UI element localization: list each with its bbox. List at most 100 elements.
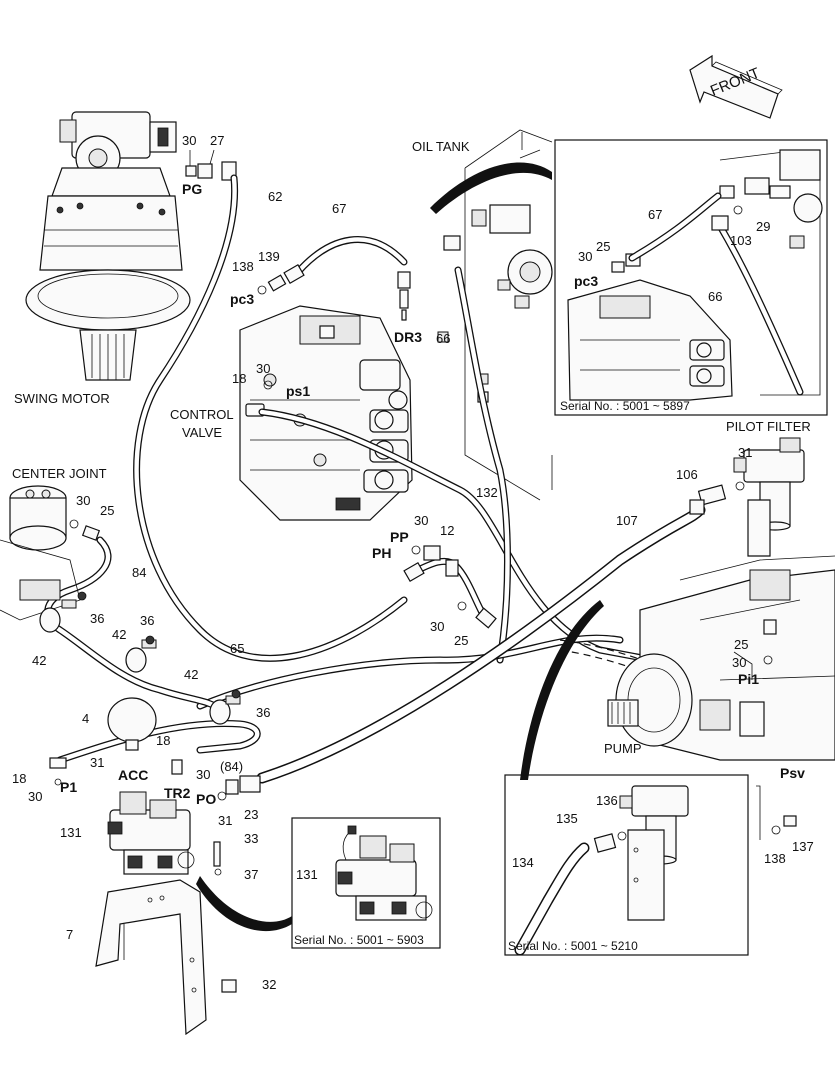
part-30-acc: 30	[196, 767, 211, 782]
port-pp: PP	[390, 529, 409, 545]
part-25-pump: 25	[734, 637, 749, 652]
clamp-42-a	[39, 591, 87, 633]
port-ph: PH	[372, 545, 392, 561]
inset-bottom-right-serial: Serial No. : 5001 ~ 5210	[508, 939, 638, 953]
pg-fitting	[185, 149, 237, 181]
center-joint-label: CENTER JOINT	[12, 466, 107, 481]
part-4: 4	[82, 711, 90, 726]
pilot-filter-drawing	[733, 437, 805, 557]
part-30-pp: 30	[414, 513, 429, 528]
oil-tank-drawing	[437, 129, 553, 501]
inset-bottom-center-frame	[291, 817, 441, 949]
part-65: 65	[230, 641, 245, 656]
part-103: 103	[730, 233, 752, 248]
part-84-paren: (84)	[220, 759, 244, 774]
part-30-pg: 30	[182, 133, 197, 148]
part-36-b: 36	[140, 613, 155, 628]
fitting-pp-elbow	[445, 559, 459, 577]
center-joint-drawing	[0, 485, 101, 621]
control-valve-label-line1: CONTROL	[170, 407, 234, 422]
port-p1: P1	[60, 779, 78, 795]
part-29: 29	[756, 219, 771, 234]
port-pi1: Pi1	[738, 671, 760, 687]
part-131: 131	[60, 825, 82, 840]
part-37: 37	[244, 867, 259, 882]
port-acc: ACC	[118, 767, 149, 783]
acc-fittings	[49, 757, 183, 786]
inset-bottom-center-serial: Serial No. : 5001 ~ 5903	[294, 933, 424, 947]
part-42-b: 42	[32, 653, 47, 668]
fitting-103	[711, 215, 729, 231]
pc3-fitting	[257, 263, 305, 295]
pilot-block-callout-curve	[196, 876, 292, 932]
part-33: 33	[244, 831, 259, 846]
part-30-pump: 30	[732, 655, 747, 670]
port-po: PO	[196, 791, 217, 807]
port-pc3-main: pc3	[230, 291, 255, 307]
pump-drawing	[607, 555, 835, 761]
inset-top-right-frame	[554, 139, 828, 416]
part-67-main: 67	[332, 201, 347, 216]
part-30-cj: 30	[76, 493, 91, 508]
part-7: 7	[66, 927, 74, 942]
psv-fitting	[756, 785, 797, 840]
part-131-inset: 131	[296, 867, 318, 882]
part-31-pf: 31	[738, 445, 753, 460]
pump-callout-curve	[520, 600, 604, 780]
part-25-inset: 25	[596, 239, 611, 254]
part-30-ps1: 30	[256, 361, 271, 376]
part-31-acc: 31	[90, 755, 105, 770]
inset-pilot-block-131	[335, 825, 433, 921]
part-18-acc: 18	[156, 733, 171, 748]
part-30-inset: 30	[578, 249, 593, 264]
po-fitting	[217, 775, 261, 801]
oil-tank-label: OIL TANK	[412, 139, 470, 154]
swing-motor-drawing	[25, 111, 191, 381]
part-132: 132	[476, 485, 498, 500]
part-36-c: 36	[256, 705, 271, 720]
port-ps1: ps1	[286, 383, 311, 399]
pi1-elbow	[763, 619, 777, 635]
part-42-a: 42	[112, 627, 127, 642]
part-136: 136	[596, 793, 618, 808]
part-134: 134	[512, 855, 534, 870]
part-25-cj: 25	[100, 503, 115, 518]
part-106: 106	[676, 467, 698, 482]
part-135: 135	[556, 811, 578, 826]
part-107: 107	[616, 513, 638, 528]
part-138-main: 138	[232, 259, 254, 274]
clamp-42-b	[125, 635, 157, 673]
front-arrow-icon	[689, 54, 783, 119]
part-42-c: 42	[184, 667, 199, 682]
port-dr3: DR3	[394, 329, 423, 345]
part-23: 23	[244, 807, 259, 822]
part-67-inset: 67	[648, 207, 663, 222]
accumulator	[107, 697, 157, 751]
fitting-ph	[403, 561, 425, 583]
part-66-main: 66	[436, 331, 451, 346]
part-138-psv: 138	[764, 851, 786, 866]
part-12: 12	[440, 523, 455, 538]
fitting-12	[423, 545, 441, 561]
control-valve-label-line2: VALVE	[182, 425, 222, 440]
port-psv: Psv	[780, 765, 805, 781]
part-31-po: 31	[218, 813, 233, 828]
part-36-a: 36	[90, 611, 105, 626]
fitting-106	[689, 484, 727, 515]
bolt-33	[213, 841, 221, 867]
oil-tank-callout-curve	[430, 162, 552, 214]
part-137: 137	[792, 839, 814, 854]
part-18-p1: 18	[12, 771, 27, 786]
part-18-cv: 18	[232, 371, 247, 386]
pilot-block-131	[107, 791, 195, 875]
part-84: 84	[132, 565, 147, 580]
part-30-p1: 30	[28, 789, 43, 804]
clamp-42-c	[209, 689, 241, 725]
control-valve-drawing	[239, 305, 413, 521]
part-30-lower: 30	[430, 619, 445, 634]
mounting-bracket-7	[95, 879, 237, 1036]
swing-motor-label: SWING MOTOR	[14, 391, 110, 406]
part-66-inset: 66	[708, 289, 723, 304]
